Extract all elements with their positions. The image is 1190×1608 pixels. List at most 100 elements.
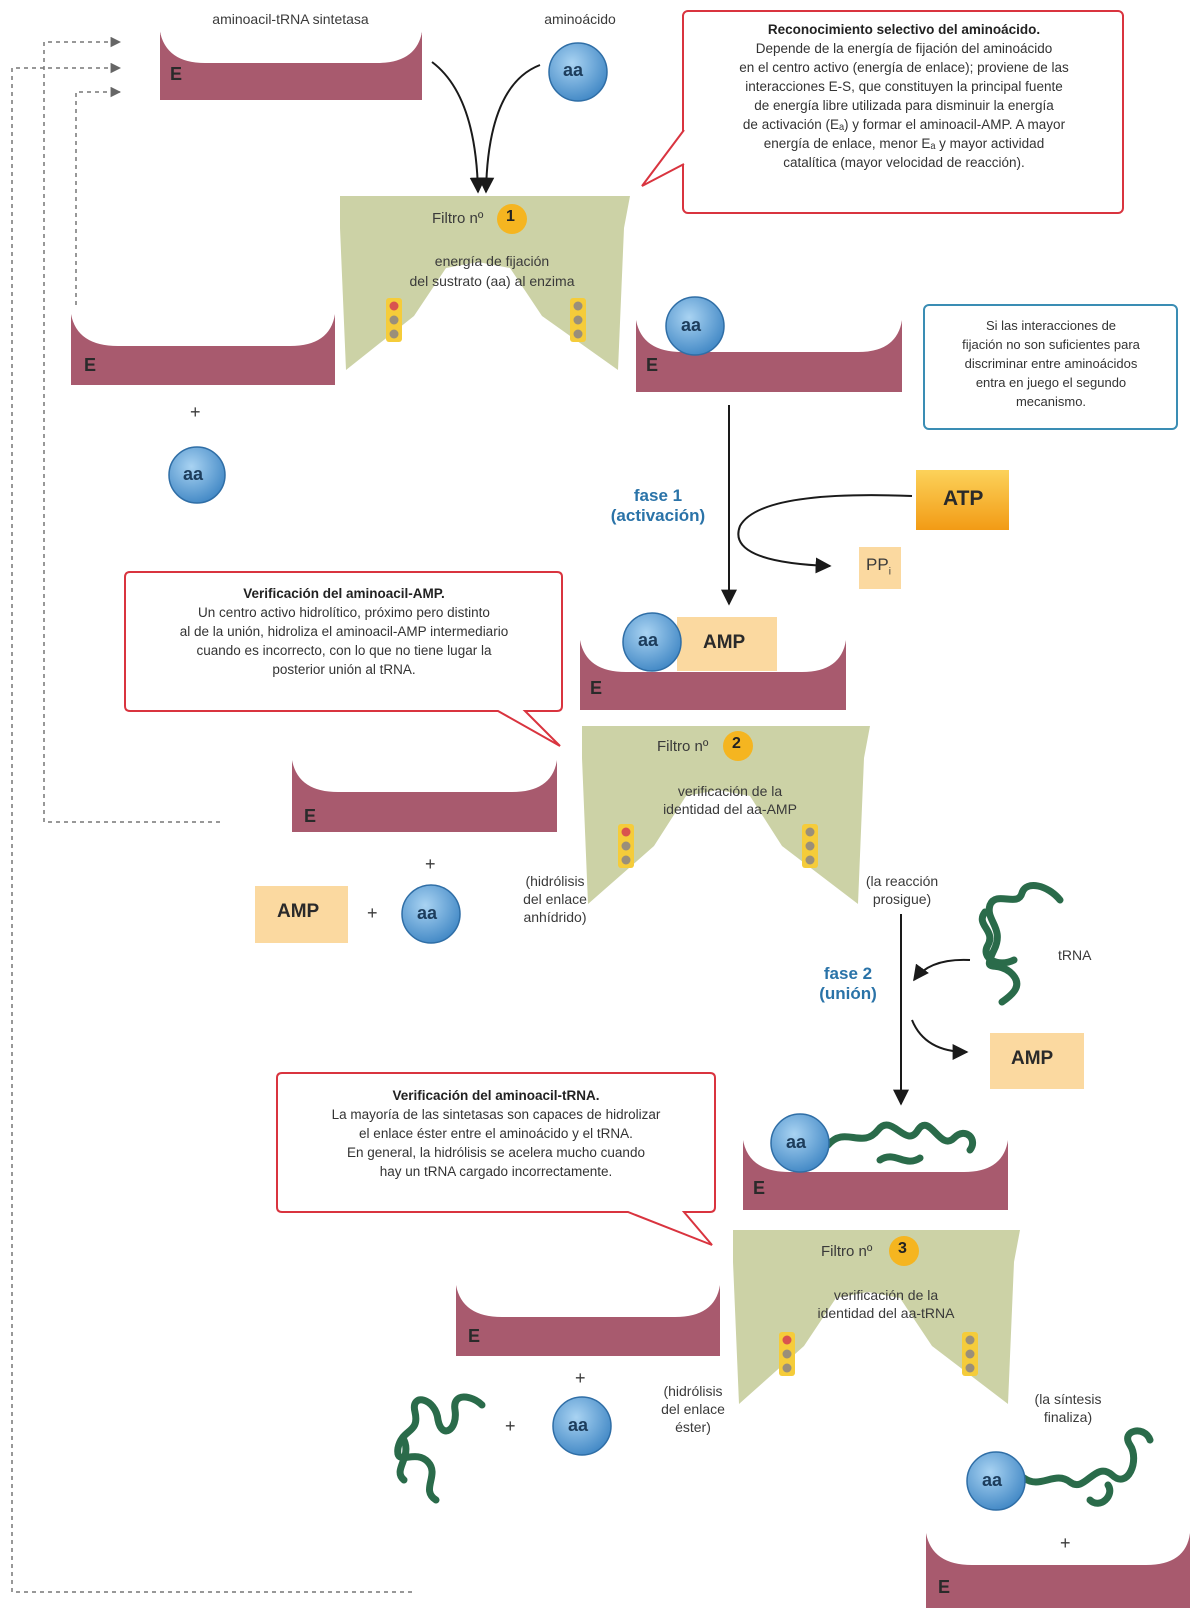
filter-1-number: 1 [506,208,515,225]
amp-out-label: AMP [1011,1048,1054,1069]
atp-label: ATP [943,487,984,510]
plus-left-3: + [505,1416,516,1436]
trna-label: tRNA [1058,947,1092,963]
callout-selective-line: Depende de la energía de fijación del am… [755,41,1053,56]
aa-right-1-label: aa [681,315,702,335]
filter-3-line1: verificación de la [833,1287,939,1303]
amino-acid-label: aminoácido [544,11,616,27]
filter-2-number: 2 [732,735,741,752]
trna-bound-icon [824,1121,977,1165]
note-line: éster) [675,1419,711,1435]
note-reaction-continues: (la reacción prosigue) [852,872,952,908]
recycle-dashed-lines [11,36,412,1593]
trna-in-arrow [913,958,971,982]
callout-verify-amp-line: al de la unión, hidroliza el aminoacil-A… [179,624,509,639]
aa-top-label: aa [563,60,584,80]
note-line: (hidrólisis [525,873,585,889]
enzyme-final-label: E [938,1577,951,1597]
callout-verify-amp-title: Verificación del aminoacil-AMP. [243,586,445,601]
note-line: finaliza) [1043,1409,1093,1425]
callout-verify-amp-box [124,571,563,747]
enzyme-top-label: E [170,64,183,84]
phase-2-label: fase 2 (unión) [808,964,888,1004]
trna-released-icon [394,1393,486,1504]
filter-2-shape [582,726,870,904]
amp-free-label: AMP [277,901,320,922]
filter-3-label: Filtro nº [821,1243,873,1260]
amp-box-bound [677,617,777,671]
callout-verify-amp-line: cuando es incorrecto, con lo que no tien… [196,643,492,658]
aa-ball-final [966,1451,1026,1511]
callout-verify-trna-title: Verificación del aminoacil-tRNA. [392,1088,600,1103]
callout-selective-line: energía de enlace, menor Eₐ y mayor acti… [763,136,1045,151]
aa-free-2-label: aa [417,903,438,923]
note-hydrolysis-anhydride: (hidrólisis del enlace anhídrido) [505,872,605,926]
enzyme-aa-amp-label: E [590,678,603,698]
callout-verify-amp: Verificación del aminoacil-AMP. Un centr… [135,584,553,679]
filter-1-line2: del sustrato (aa) al enzima [409,273,575,289]
callout-second-line: fijación no son suficientes para [962,337,1140,352]
atp-box [916,470,1009,530]
aa-left-1-label: aa [183,464,204,484]
callout-verify-trna-line: La mayoría de las sintetasas son capaces… [331,1107,661,1122]
ppi-label: PPi [866,555,891,577]
phase-1-line1: fase 1 [633,486,683,505]
callout-selective: Reconocimiento selectivo del aminoácido.… [682,10,1124,214]
aa-bound-trna-label: aa [786,1132,807,1152]
filter-1-shape [340,196,630,370]
callout-verify-trna: Verificación del aminoacil-tRNA. La mayo… [286,1086,706,1181]
enzyme-right-1-label: E [646,355,659,375]
enzyme-left-2-label: E [304,806,317,826]
callout-verify-trna-line: el enlace éster entre el aminoácido y el… [359,1126,633,1141]
arrow-enzyme-to-filter1 [431,61,486,194]
ppi-box [859,547,901,589]
filter-3-shape [733,1230,1020,1404]
synthetase-label: aminoacil-tRNA sintetasa [212,11,369,27]
aa-ball-right-1 [665,296,725,356]
filter-2-line2: identidad del aa-AMP [663,801,797,817]
callout-selective-line: en el centro activo (energía de enlace);… [739,60,1069,75]
aa-bound-amp-label: aa [638,630,659,650]
amp-box-free [255,886,348,943]
callout-selective-line: de activación (Eₐ) y formar el aminoacil… [742,117,1066,132]
note-line: del enlace [523,891,587,907]
callout-second-line: entra en juego el segundo [975,375,1127,390]
note-hydrolysis-ester: (hidrólisis del enlace éster) [648,1382,738,1436]
note-line: (la síntesis [1034,1391,1102,1407]
ppi-subscript: i [888,566,891,578]
trna-free-icon [978,882,1064,1006]
note-line: (la reacción [865,873,939,889]
plus-left-1: + [190,402,201,422]
phase-1-line2: (activación) [610,506,706,525]
filter-3-number: 3 [898,1240,907,1257]
callout-verify-amp-line: posterior unión al tRNA. [272,662,416,677]
filter-2-line1: verificación de la [677,783,783,799]
amp-out-arrow [911,1019,969,1060]
enzyme-left-1-label: E [84,355,97,375]
note-synthesis-ends: (la síntesis finaliza) [1018,1390,1118,1426]
plus-left-3-top: + [575,1368,586,1388]
callout-selective-title: Reconocimiento selectivo del aminoácido. [767,22,1041,37]
filter-2-label: Filtro nº [657,738,709,755]
callout-verify-trna-box [276,1072,716,1246]
callout-selective-line: catalítica (mayor velocidad de reacción)… [783,155,1025,170]
filter-1-label: Filtro nº [432,210,484,227]
aa-ball-top [548,42,608,102]
aa-released-3-label: aa [568,1415,589,1435]
filter-3-line2: identidad del aa-tRNA [817,1305,955,1321]
phase-1-label: fase 1 (activación) [594,486,722,526]
aa-ball-bound-amp [622,612,682,672]
enzyme-top [160,31,422,100]
aa-ball-left-1 [168,446,226,504]
callout-verify-trna-line: En general, la hidrólisis se acelera muc… [347,1145,645,1160]
enzyme-aa-trna-label: E [753,1178,766,1198]
amp-bound-label: AMP [703,632,746,653]
aa-final-label: aa [982,1470,1003,1490]
callout-verify-amp-line: Un centro activo hidrolítico, próximo pe… [198,605,490,620]
callout-second-line: Si las interacciones de [985,318,1117,333]
atp-curve-arrow [737,494,913,574]
aa-ball-bound-trna [770,1113,830,1173]
callout-second-line: discriminar entre aminoácidos [964,356,1138,371]
aa-ball-free-2 [401,884,461,944]
